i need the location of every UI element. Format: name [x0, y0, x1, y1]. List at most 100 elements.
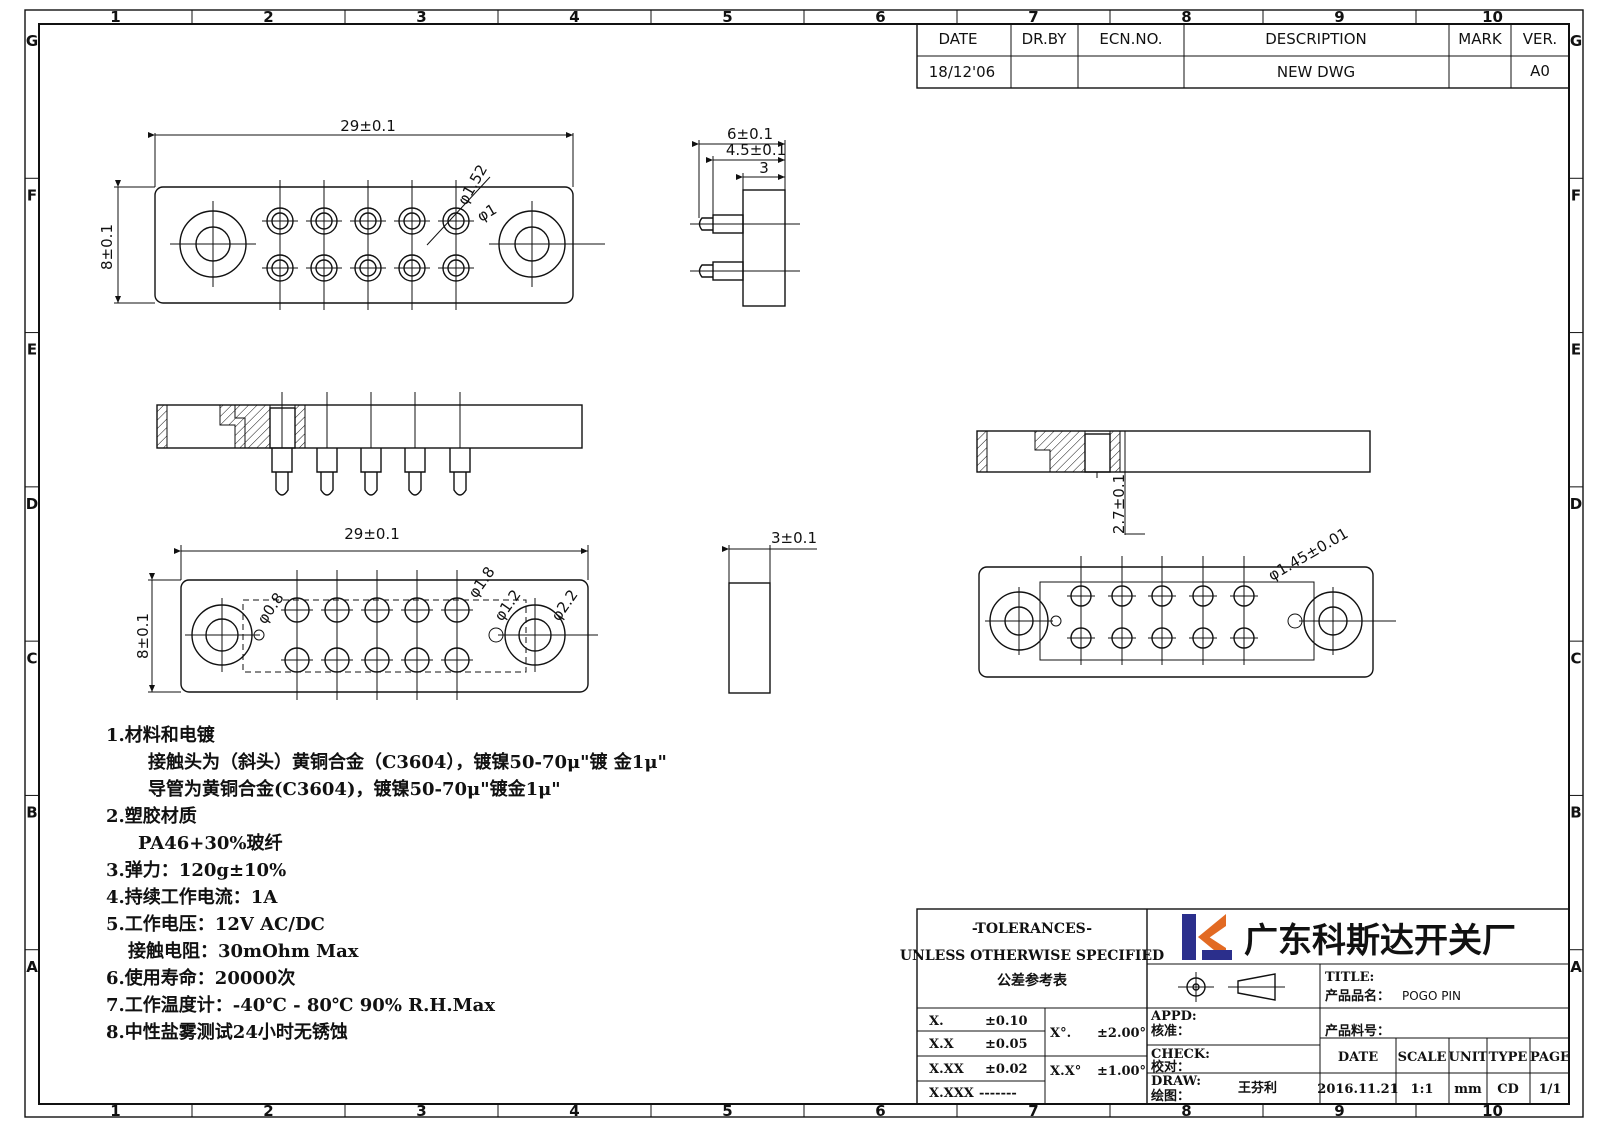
dim-side-total: 6±0.1 [727, 125, 773, 143]
zone-row-left: C [26, 649, 37, 667]
rev-date: 18/12'06 [929, 63, 995, 81]
zone-row-right: C [1570, 649, 1581, 667]
pin-tip [364, 472, 378, 496]
tol-key-4: X.XXX [929, 1086, 975, 1101]
tol-val-4: ------- [979, 1086, 1017, 1101]
dim-hole-22: φ2.2 [548, 586, 582, 624]
zone-col-top: 8 [1181, 8, 1191, 26]
zone-col-bottom: 8 [1181, 1102, 1191, 1120]
product-name-label: 产品品名： [1325, 988, 1390, 1004]
front-section-view [156, 392, 583, 496]
dim-top-width: 29±0.1 [340, 117, 396, 135]
zone-row-right: B [1570, 804, 1581, 822]
zone-col-bottom: 5 [722, 1102, 732, 1120]
right-section-view: 2.7±0.1 [976, 430, 1371, 535]
dim-hole-small: φ0.8 [254, 589, 288, 627]
angle-val-1: ±2.00° [1097, 1026, 1146, 1041]
pin-barrel [316, 448, 338, 473]
zone-col-top: 5 [722, 8, 732, 26]
angle-key-1: X°. [1050, 1026, 1071, 1041]
tol-val-3: ±0.02 [985, 1062, 1028, 1077]
rev-header-date: DATE [938, 30, 977, 48]
zone-col-top: 6 [875, 8, 885, 26]
dim-right-pin: φ1.45±0.01 [1265, 524, 1351, 584]
side-view: 6±0.1 4.5±0.1 3 [690, 125, 800, 307]
pin-tip [453, 472, 467, 496]
tol-val-1: ±0.10 [985, 1014, 1028, 1029]
zone-col-bottom: 1 [110, 1102, 120, 1120]
note-4: 4.持续工作电流：1A [106, 886, 278, 908]
appd-label: APPD: [1150, 1009, 1197, 1024]
zone-col-bottom: 10 [1482, 1102, 1503, 1120]
rev-header-ecn: ECN.NO. [1099, 30, 1162, 48]
top-view: 29±0.1 8±0.1 φ1.52 φ1 [98, 117, 605, 310]
pin-tip [408, 472, 422, 496]
info-type: CD [1497, 1082, 1519, 1097]
note-5: 5.工作电压：12V AC/DC [106, 913, 325, 935]
dim-side-mid: 4.5±0.1 [726, 141, 786, 159]
right-bottom-view: φ1.45±0.01 [978, 524, 1396, 678]
note-1a: 接触头为（斜头）黄铜合金（C3604），镀镍50-70μ"镀 金1μ" [148, 751, 667, 773]
dim-right-height: 2.7±0.1 [1110, 474, 1128, 534]
rev-header-ver: VER. [1523, 30, 1557, 48]
product-no-cn: 产品料号： [1325, 1023, 1390, 1039]
note-8: 8.中性盐雾测试24小时无锈蚀 [106, 1021, 348, 1043]
zone-row-left: G [26, 32, 38, 50]
tol-key-2: X.X [929, 1037, 955, 1052]
dim-pin-outer: φ1.52 [454, 162, 491, 208]
zone-col-top: 4 [569, 8, 579, 26]
angle-val-2: ±1.00° [1097, 1064, 1146, 1079]
pin-tip [320, 472, 334, 496]
zone-col-bottom: 6 [875, 1102, 885, 1120]
company-logo [1179, 913, 1232, 961]
note-5a: 接触电阻：30mOhm Max [128, 940, 359, 962]
rev-version: A0 [1530, 62, 1550, 80]
pin-barrel [449, 448, 471, 473]
revision-table: DATE DR.BY ECN.NO. DESCRIPTION MARK VER.… [916, 23, 1570, 89]
dim-bottom-width: 29±0.1 [344, 525, 400, 543]
note-7: 7.工作温度计：-40℃ - 80℃ 90% R.H.Max [106, 994, 495, 1016]
dim-hole-12: φ1.2 [491, 586, 525, 624]
tolerances-cn: 公差参考表 [997, 972, 1068, 989]
zone-col-top: 9 [1334, 8, 1344, 26]
zone-row-left: A [26, 958, 38, 976]
pin-tip [275, 472, 289, 496]
dim-thickness: 3±0.1 [771, 529, 817, 547]
dim-bottom-height: 8±0.1 [134, 613, 152, 659]
title-block: -TOLERANCES- UNLESS OTHERWISE SPECIFIED … [900, 908, 1570, 1105]
zone-row-left: E [27, 341, 37, 359]
zone-col-bottom: 3 [416, 1102, 426, 1120]
note-1b: 导管为黄铜合金(C3604)，镀镍50-70μ"镀金1μ" [148, 778, 561, 800]
pin-barrel [360, 448, 382, 473]
tolerances-sub: UNLESS OTHERWISE SPECIFIED [900, 948, 1164, 964]
tol-key-3: X.XX [929, 1062, 965, 1077]
note-6: 6.使用寿命：20000次 [106, 967, 295, 989]
rev-header-mark: MARK [1458, 30, 1503, 48]
info-date: 2016.11.21 [1317, 1082, 1398, 1097]
zone-col-top: 10 [1482, 8, 1503, 26]
dim-top-height: 8±0.1 [98, 224, 116, 270]
title-label: TITLE: [1325, 970, 1374, 985]
info-scale: 1:1 [1411, 1082, 1434, 1097]
tol-key-1: X. [929, 1014, 944, 1029]
zone-col-top: 3 [416, 8, 426, 26]
zone-row-right: F [1571, 186, 1581, 204]
company-name: 广东科斯达开关厂 [1244, 921, 1516, 961]
note-3: 3.弹力：120g±10% [106, 859, 286, 881]
draw-label: DRAW: [1151, 1074, 1201, 1089]
info-header-date: DATE [1338, 1050, 1378, 1065]
appd-cn: 核准： [1151, 1023, 1190, 1039]
bottom-view: 29±0.1 8±0.1 φ0.8 φ1.8 φ1.2 φ2.2 [134, 525, 598, 700]
pin-barrel [404, 448, 426, 473]
zone-row-left: B [26, 804, 37, 822]
check-label: CHECK: [1151, 1047, 1210, 1062]
note-1: 1.材料和电镀 [106, 724, 216, 746]
tolerances-title: -TOLERANCES- [972, 921, 1092, 937]
zone-col-bottom: 2 [263, 1102, 273, 1120]
note-2a: PA46+30%玻纤 [138, 832, 282, 854]
thickness-view: 3±0.1 [722, 529, 817, 694]
tol-val-2: ±0.05 [985, 1037, 1028, 1052]
rev-header-drby: DR.BY [1022, 30, 1068, 48]
zone-row-right: A [1570, 958, 1582, 976]
